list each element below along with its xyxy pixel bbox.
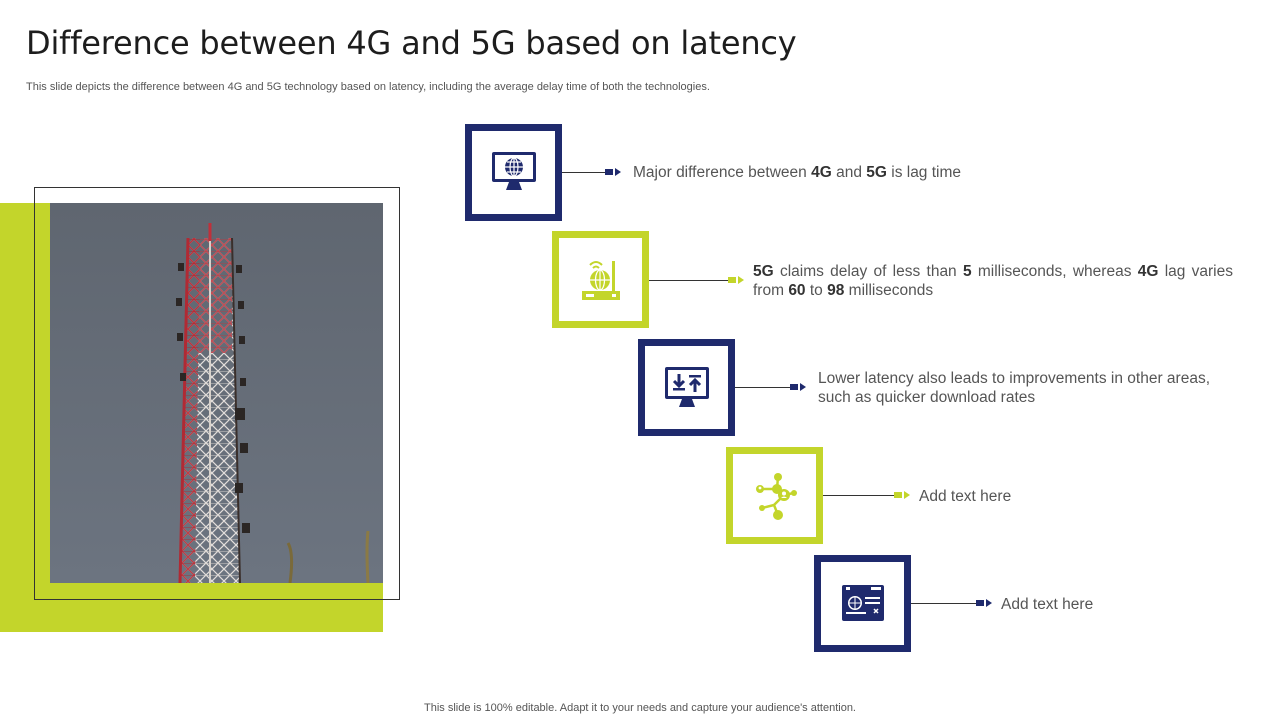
- step-2-text: 5G claims delay of less than 5 milliseco…: [753, 263, 1233, 299]
- wifi-router-globe-icon: [581, 260, 620, 300]
- step-3-text: Lower latency also leads to improvements…: [818, 370, 1211, 406]
- network-users-icon: [755, 472, 797, 520]
- step-2-arrow-icon: [728, 276, 744, 284]
- step-5-box: [814, 555, 911, 652]
- step-2-connector: [649, 280, 729, 281]
- page-title: Difference between 4G and 5G based on la…: [26, 24, 797, 62]
- step-4-box: [726, 447, 823, 544]
- page-subtitle: This slide depicts the difference betwee…: [26, 81, 710, 93]
- step-1-arrow-icon: [605, 168, 621, 176]
- photo-outline-frame: [34, 187, 400, 600]
- step-1-box: [465, 124, 562, 221]
- step-3-box: [638, 339, 735, 436]
- step-4-text: Add text here: [919, 488, 1012, 505]
- globe-monitor-icon: [491, 151, 536, 190]
- step-4-connector: [823, 495, 895, 496]
- step-1-text: Major difference between 4G and 5G is la…: [633, 164, 962, 181]
- step-5-text: Add text here: [1001, 596, 1094, 613]
- step-1-connector: [562, 172, 606, 173]
- step-4-arrow-icon: [894, 491, 910, 499]
- web-browser-globe-icon: [841, 584, 884, 621]
- footer-note: This slide is 100% editable. Adapt it to…: [424, 702, 856, 714]
- step-3-connector: [735, 387, 791, 388]
- step-3-arrow-icon: [790, 383, 806, 391]
- step-5-connector: [911, 603, 977, 604]
- step-2-box: [552, 231, 649, 328]
- telecom-tower-photo: [50, 203, 383, 583]
- download-upload-monitor-icon: [664, 366, 709, 407]
- step-5-arrow-icon: [976, 599, 992, 607]
